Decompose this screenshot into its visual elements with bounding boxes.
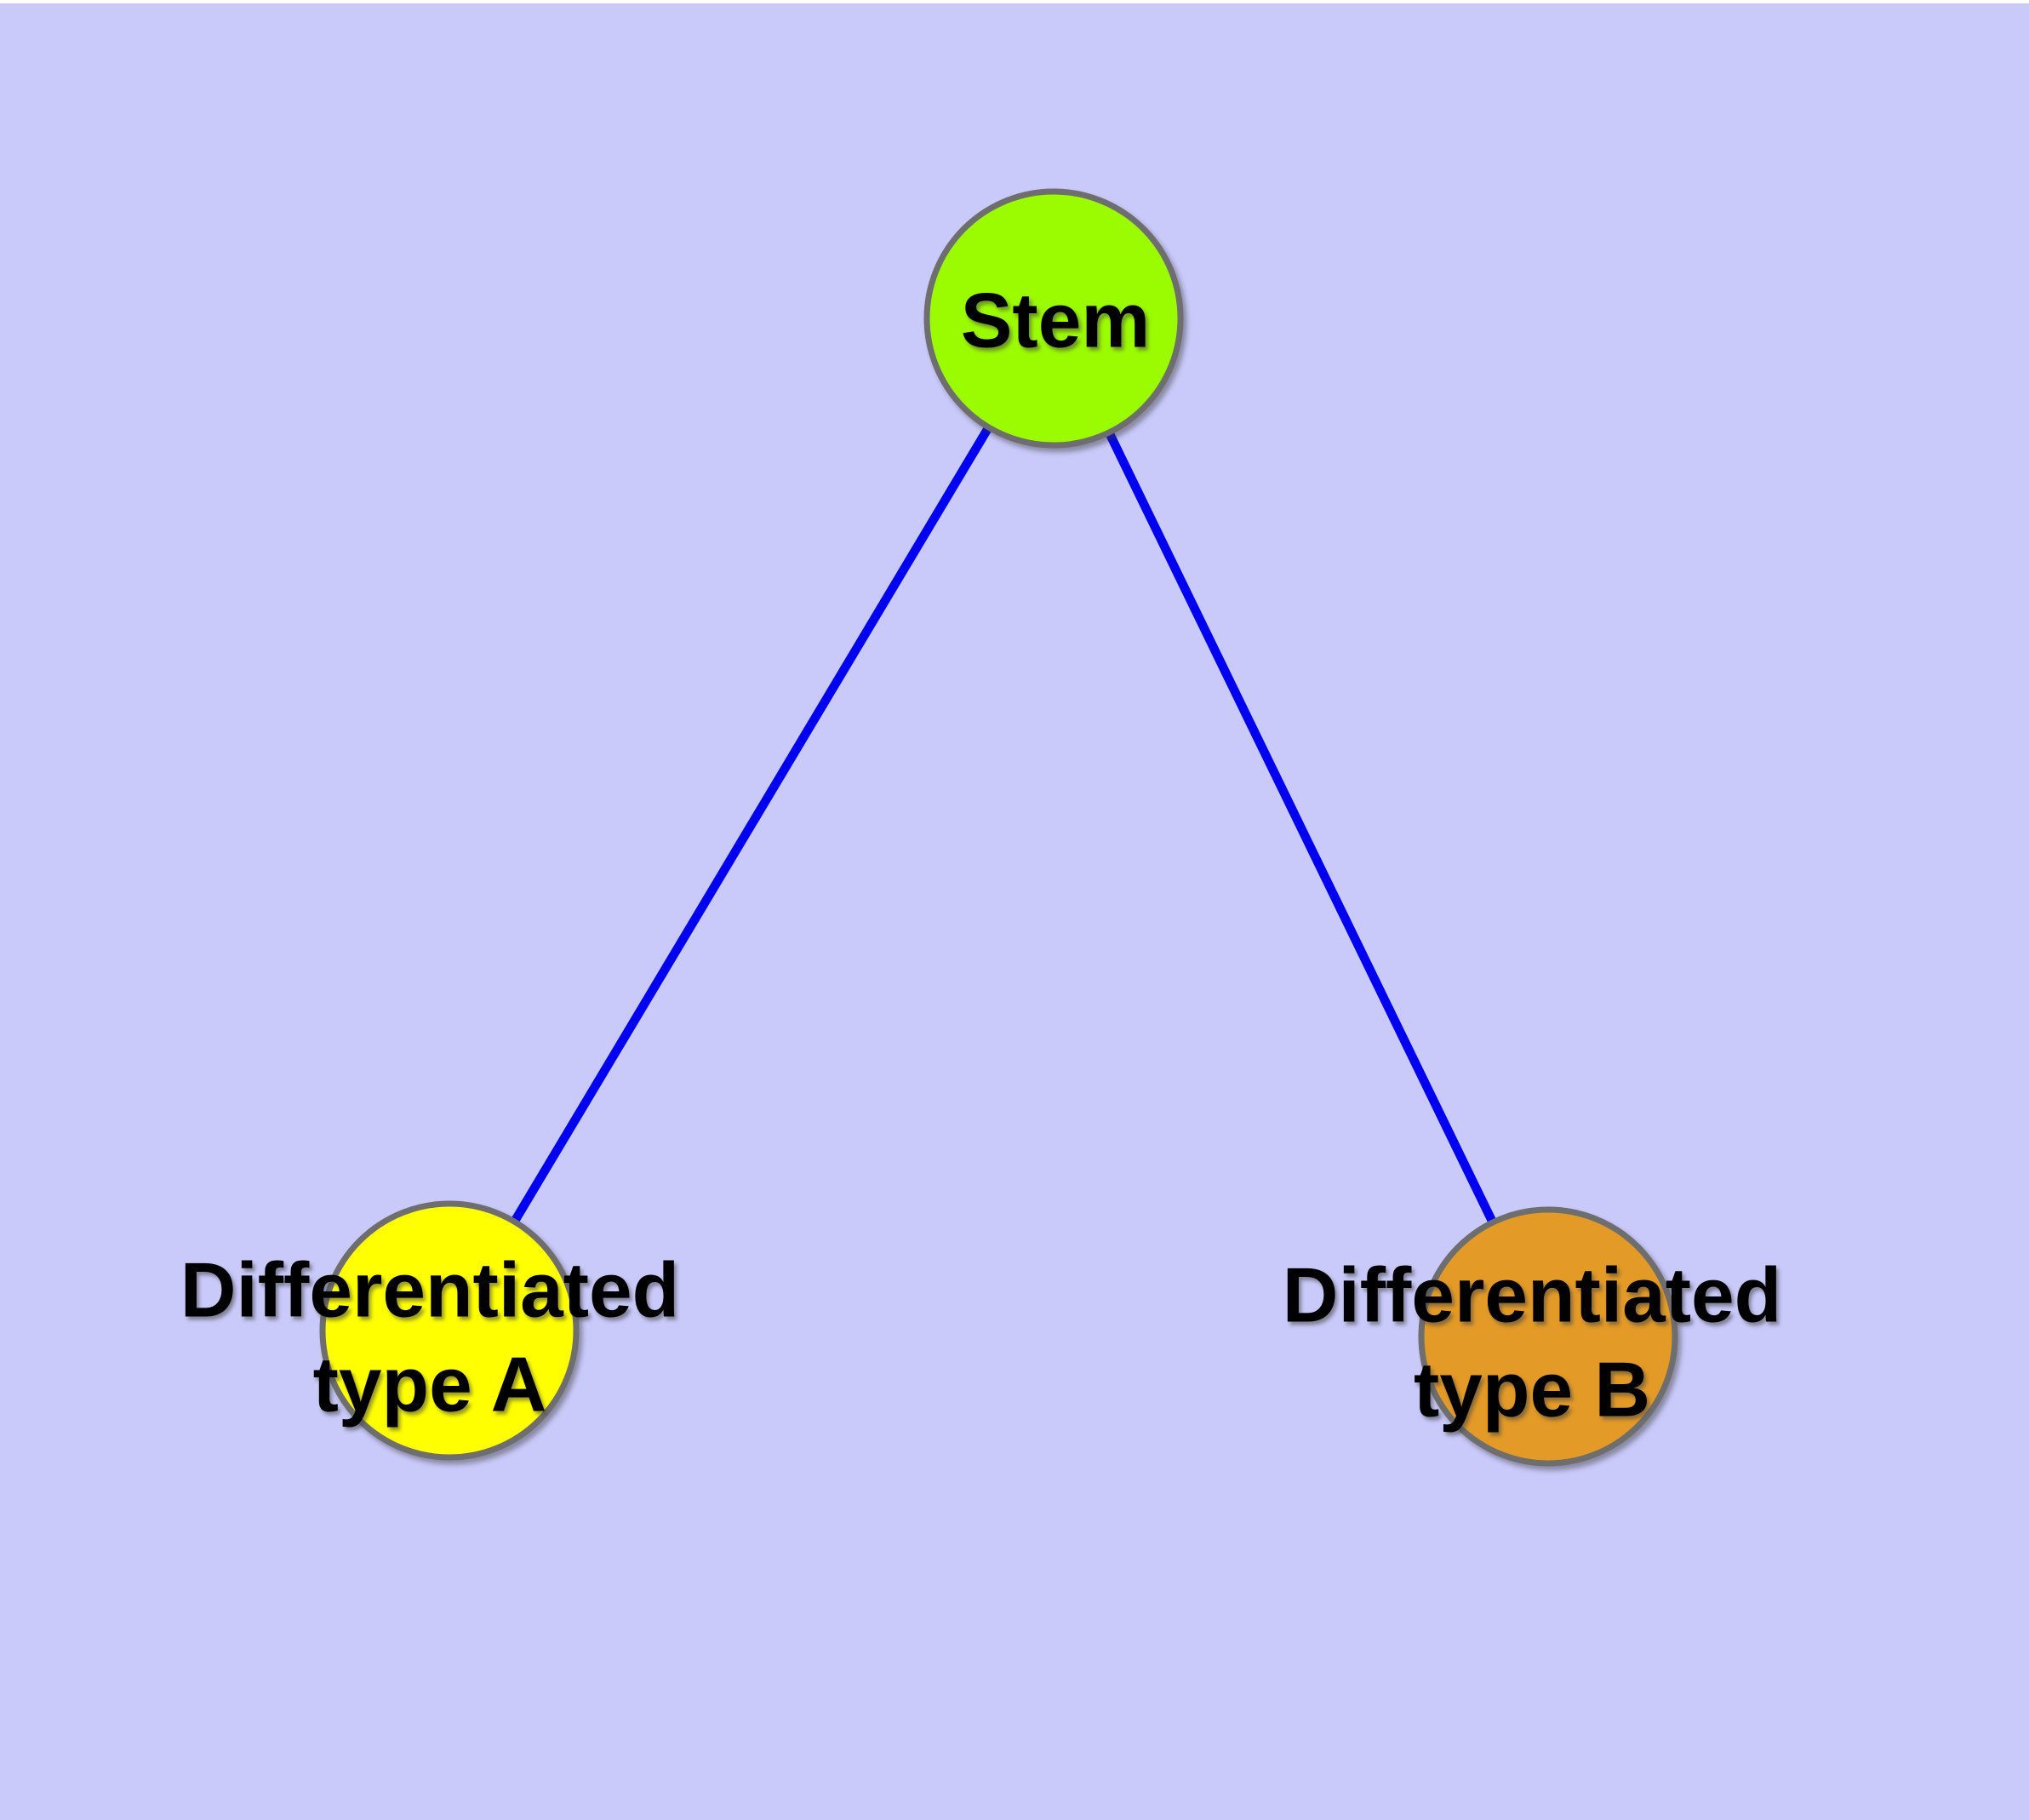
node-stem-label: Stem (961, 278, 1151, 364)
node-layer (319, 188, 1678, 1467)
edge-stem-to-type-b (1049, 316, 1552, 1339)
node-type-b-label-line2: type B (1414, 1348, 1650, 1434)
label-layer: Stem Differentiated type A Differentiate… (180, 278, 1782, 1434)
node-differentiated-type-a (319, 1200, 580, 1461)
node-differentiated-type-b (1418, 1206, 1678, 1467)
edge-stem-to-type-a (445, 316, 1058, 1333)
edge-layer (445, 316, 1552, 1339)
node-stem (923, 188, 1184, 449)
node-type-a-label-line1: Differentiated (180, 1248, 680, 1334)
top-margin-strip (0, 0, 2029, 3)
node-type-a-label-line2: type A (313, 1342, 547, 1428)
node-type-b-label-line1: Differentiated (1283, 1253, 1782, 1339)
